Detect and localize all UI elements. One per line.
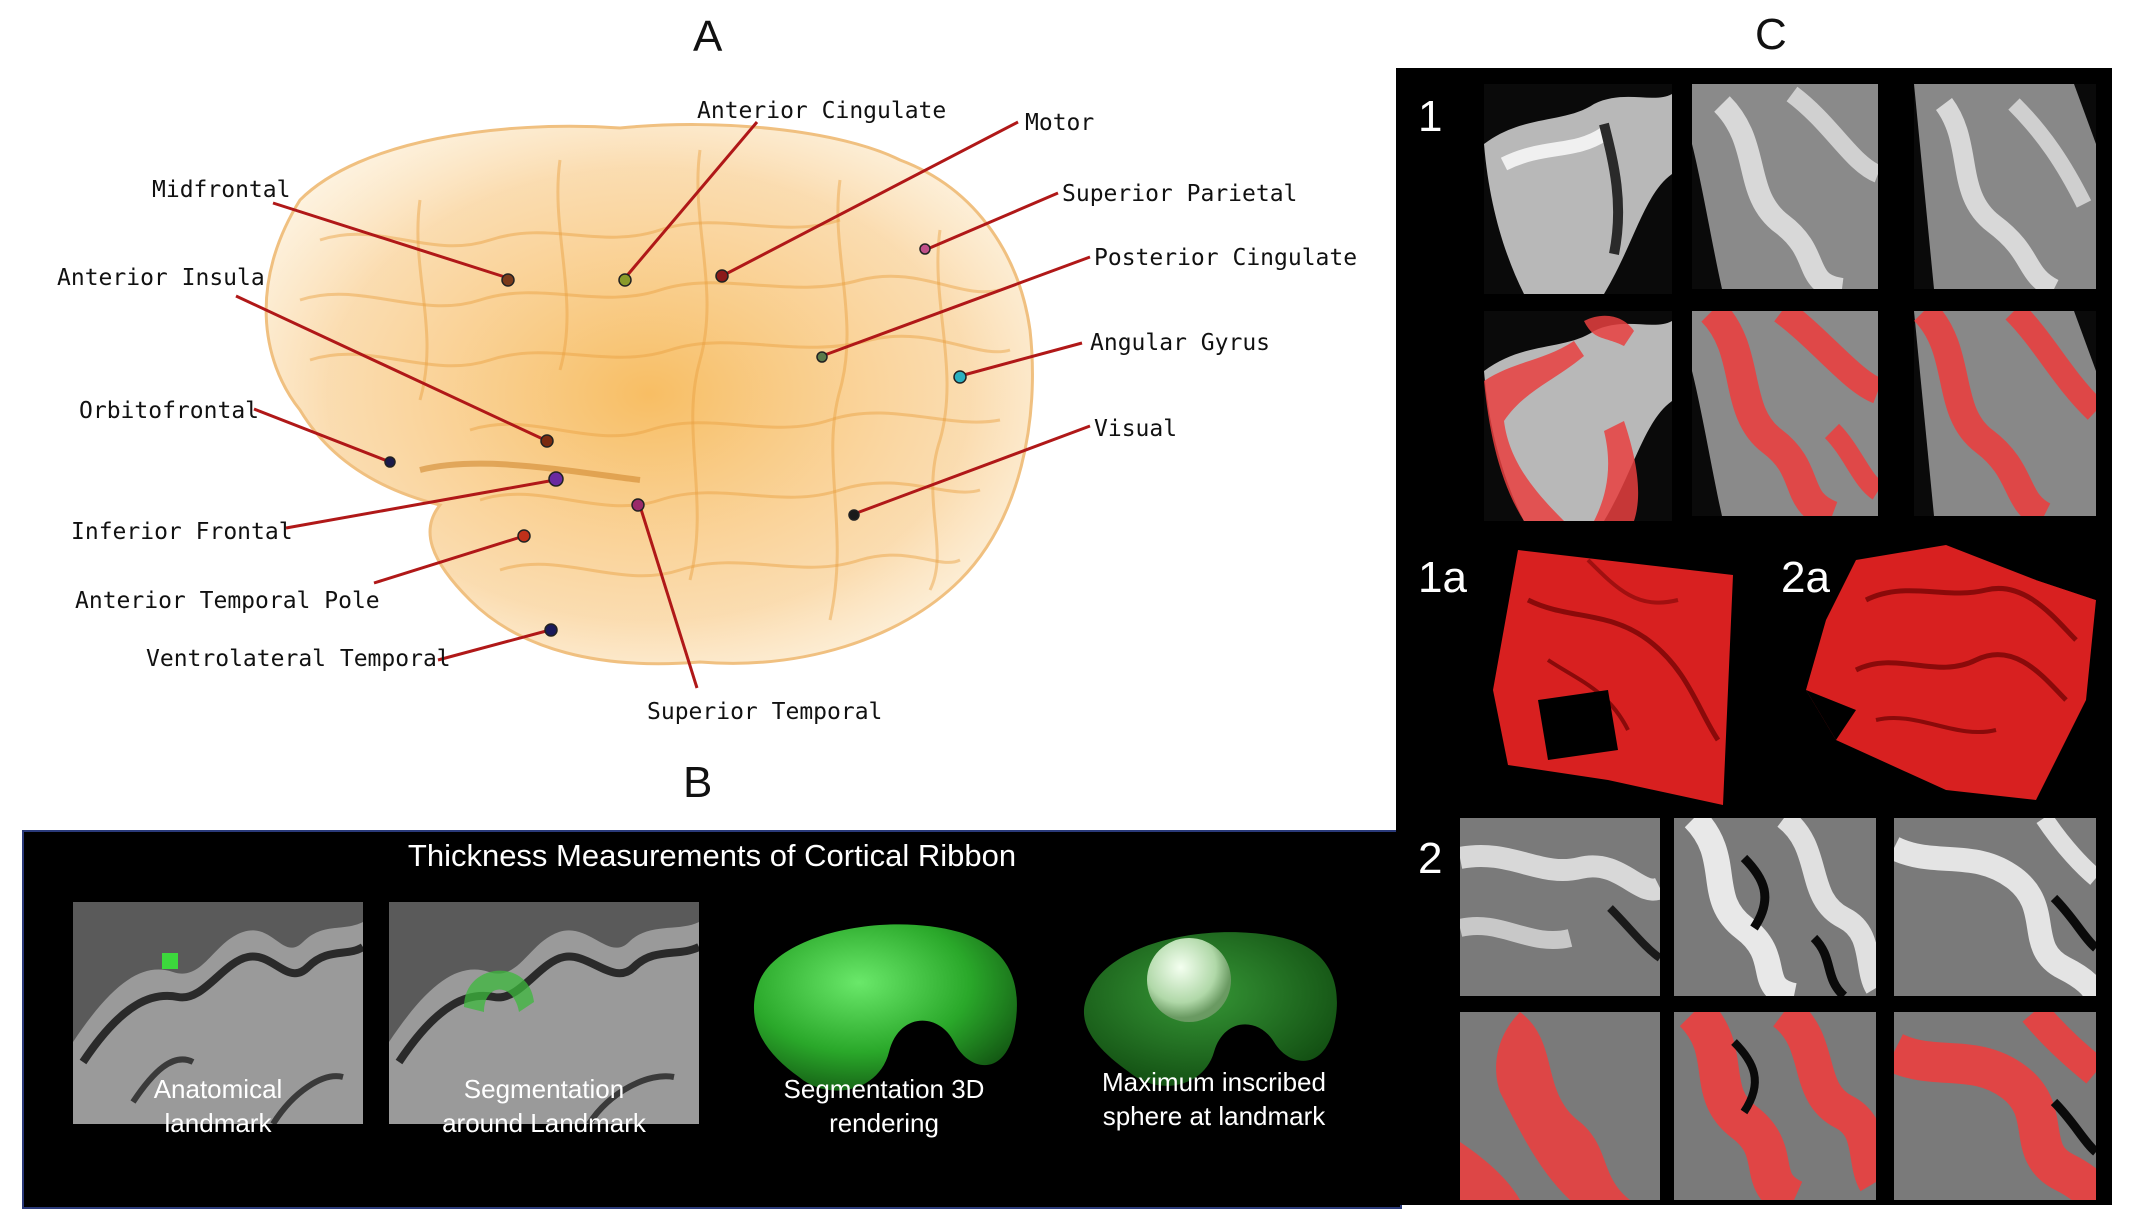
label-superior-parietal: Superior Parietal: [1062, 181, 1297, 207]
label-posterior-cingulate: Posterior Cingulate: [1094, 245, 1357, 271]
row-label-1a: 1a: [1418, 553, 1467, 602]
label-motor: Motor: [1025, 110, 1094, 136]
label-orbitofrontal: Orbitofrontal: [79, 398, 259, 424]
label-inferior-frontal: Inferior Frontal: [71, 519, 293, 545]
label-ventrolateral-temporal: Ventrolateral Temporal: [146, 646, 451, 672]
label-anterior-temporal-pole: Anterior Temporal Pole: [75, 588, 380, 614]
mri-row2-overlay-2: [1674, 1012, 1876, 1200]
step-caption-2: Segmentation around Landmark: [442, 1074, 646, 1138]
dot-motor: [715, 269, 729, 283]
maximum-inscribed-sphere-image: [1083, 932, 1337, 1086]
dot-midfrontal: [501, 273, 515, 287]
row-label-1: 1: [1418, 92, 1443, 141]
row-label-2: 2: [1418, 834, 1443, 883]
mri-row2-raw-3: [1894, 818, 2096, 996]
anatomical-landmark-image: [73, 902, 363, 1124]
mri-row2-raw-1: [1460, 818, 1660, 996]
mri-row2-overlay-1: [1460, 1012, 1660, 1200]
step-caption-4: Maximum inscribed sphere at landmark: [1102, 1067, 1326, 1131]
label-midfrontal: Midfrontal: [152, 177, 290, 203]
segmentation-3d-rendering-image: [753, 924, 1017, 1091]
dot-angular-gyrus: [953, 370, 967, 384]
dot-anterior-temporal-pole: [517, 529, 531, 543]
label-anterior-cingulate: Anterior Cingulate: [697, 98, 946, 124]
dot-posterior-cingulate: [816, 351, 828, 363]
mri-row2-raw-2: [1674, 818, 1876, 996]
label-visual: Visual: [1094, 416, 1177, 442]
step-caption-1: Anatomical landmark: [153, 1074, 283, 1138]
label-anterior-insula: Anterior Insula: [57, 265, 265, 291]
mri-row1-raw-2: [1692, 84, 1878, 289]
row-label-2a: 2a: [1781, 553, 1830, 602]
mri-row2-overlay-3: [1894, 1012, 2096, 1200]
panel-b-thickness-pipeline: Thickness Measurements of Cortical Ribbo…: [22, 830, 1402, 1209]
mri-row1-raw-1: [1484, 84, 1672, 294]
step-caption-3: Segmentation 3D rendering: [783, 1074, 985, 1138]
dot-superior-parietal: [919, 243, 931, 255]
panel-c-segmentation-examples: 1 1a 2a 2: [1396, 68, 2112, 1205]
panel-a-label: A: [693, 12, 723, 61]
dot-inferior-frontal: [548, 471, 564, 487]
brain-surface: [264, 123, 1034, 666]
mri-row1-overlay-3: [1914, 311, 2096, 516]
landmark-marker: [162, 953, 178, 969]
dot-superior-temporal: [631, 498, 645, 512]
panel-a-brain-diagram: Anterior Cingulate Motor Midfrontal Supe…: [57, 98, 1357, 725]
panel-c-label: C: [1755, 10, 1787, 59]
segmentation-overlay: [464, 970, 534, 1012]
label-angular-gyrus: Angular Gyrus: [1090, 330, 1270, 356]
dot-anterior-insula: [540, 434, 554, 448]
panel-b-title: Thickness Measurements of Cortical Ribbo…: [407, 838, 1017, 873]
mri-row1-raw-3: [1914, 84, 2096, 289]
dot-anterior-cingulate: [618, 273, 632, 287]
render-1a-3d: [1493, 550, 1733, 805]
dot-orbitofrontal: [384, 456, 396, 468]
inscribed-sphere: [1147, 938, 1231, 1022]
render-2a-3d: [1806, 540, 2096, 800]
dot-visual: [848, 509, 860, 521]
landmark-dots: [384, 243, 967, 637]
segmentation-around-landmark-image: [389, 902, 699, 1124]
mri-row1-overlay-1: [1484, 311, 1672, 521]
dot-ventrolateral-temporal: [544, 623, 558, 637]
leader-lines: [235, 120, 1091, 689]
mri-row1-overlay-2: [1692, 311, 1878, 516]
label-superior-temporal: Superior Temporal: [647, 699, 882, 725]
panel-b-label: B: [683, 758, 713, 807]
